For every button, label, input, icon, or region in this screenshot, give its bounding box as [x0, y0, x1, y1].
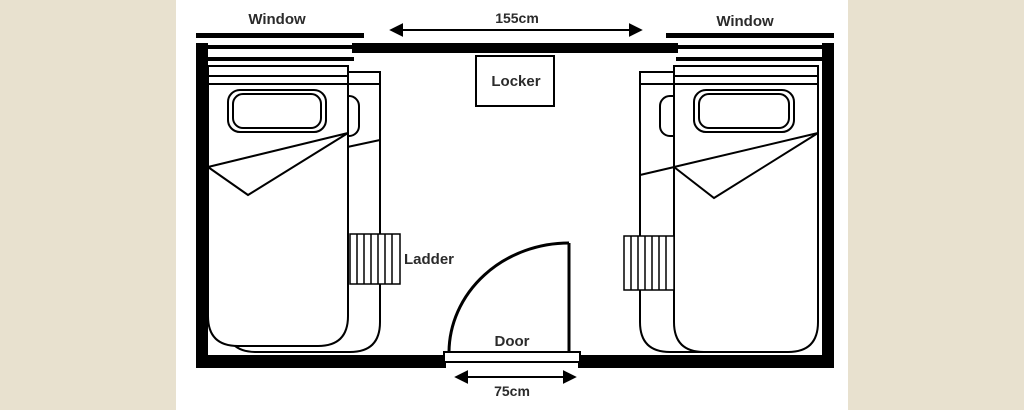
locker: [475, 55, 555, 107]
width-dimension-label: 155cm: [495, 10, 539, 26]
window-left: [196, 33, 364, 61]
right-wall: [822, 43, 834, 368]
bottom-wall-left: [196, 355, 446, 368]
ladder-label: Ladder: [404, 251, 454, 268]
door-swing-arc: [447, 241, 570, 353]
bottom-wall-right: [578, 355, 834, 368]
door-threshold: [443, 351, 581, 363]
door-label: Door: [495, 333, 530, 350]
ladder-right: [623, 235, 675, 291]
window-right: [666, 33, 834, 61]
locker-label: Locker: [491, 73, 540, 90]
window-left-label: Window: [248, 11, 306, 28]
walls: [196, 43, 834, 368]
door-dimension-label: 75cm: [494, 383, 530, 399]
ladder-left: [349, 233, 401, 285]
window-right-label: Window: [716, 13, 774, 30]
bunk-bed-left: [207, 65, 381, 353]
top-wall: [352, 43, 678, 53]
left-wall: [196, 43, 208, 368]
bunk-bed-right: [639, 65, 819, 353]
door: [443, 241, 581, 363]
